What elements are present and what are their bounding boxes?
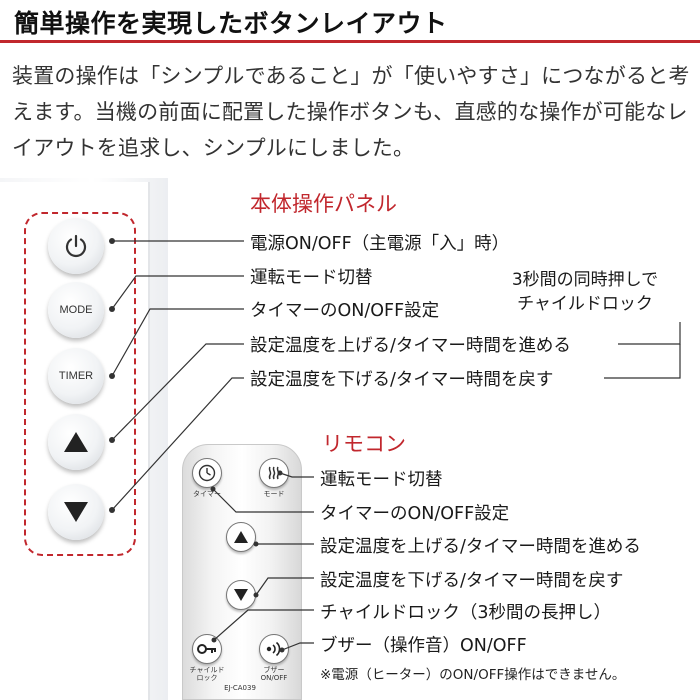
remote-heading: リモコン — [322, 432, 406, 456]
remote-model-number: EJ-CA039 — [224, 684, 256, 692]
remote-childlock-caption-line2: ロック — [196, 674, 218, 682]
panel-timer-button[interactable]: TIMER — [48, 348, 104, 404]
panel-mode-button[interactable]: MODE — [48, 282, 104, 338]
panel-down-button[interactable] — [48, 484, 104, 540]
sound-icon — [266, 641, 281, 657]
remote-mode-caption: モード — [263, 490, 285, 498]
power-icon — [65, 234, 87, 258]
panel-power-button[interactable] — [48, 218, 104, 274]
childlock-bracket-bottom — [604, 344, 681, 379]
panel-label-down: 設定温度を下げる/タイマー時間を戻す — [250, 370, 554, 390]
remote-buzzer-caption-line2: ON/OFF — [260, 674, 288, 682]
remote-down-button[interactable] — [226, 580, 256, 610]
panel-label-mode: 運転モード切替 — [250, 268, 373, 288]
triangle-up-icon — [64, 432, 88, 452]
remote-timer-caption: タイマー — [193, 490, 221, 498]
remote-childlock-caption-line1: チャイルド — [189, 666, 225, 674]
clock-icon — [198, 464, 216, 482]
triangle-down-icon — [234, 589, 248, 601]
footnote: ※電源（ヒーター）のON/OFF操作はできません。 — [320, 667, 626, 683]
childlock-note-line2: チャイルドロック — [517, 294, 653, 314]
remote-mode-button[interactable] — [259, 458, 289, 488]
panel-label-timer: タイマーのON/OFF設定 — [250, 301, 440, 321]
title-underline — [0, 40, 700, 43]
page-title: 簡単操作を実現したボタンレイアウト — [14, 9, 448, 38]
remote-timer-button[interactable] — [192, 458, 222, 488]
childlock-bracket-top — [618, 322, 681, 345]
remote-up-button[interactable] — [226, 522, 256, 552]
childlock-note: 3秒間の同時押しで チャイルドロック — [490, 268, 680, 316]
triangle-up-icon — [234, 531, 248, 543]
remote-label-childlock: チャイルドロック（3秒間の長押し） — [320, 603, 611, 623]
key-icon — [197, 644, 216, 654]
panel-label-power: 電源ON/OFF（主電源「入」時） — [250, 234, 510, 254]
remote-buzzer-caption: ブザー ON/OFF — [254, 666, 294, 682]
panel-up-button[interactable] — [48, 414, 104, 470]
remote-label-buzzer: ブザー（操作音）ON/OFF — [320, 636, 527, 656]
childlock-note-line1: 3秒間の同時押しで — [511, 270, 659, 290]
remote-buzzer-caption-line1: ブザー — [263, 666, 285, 674]
panel-label-up: 設定温度を上げる/タイマー時間を進める — [250, 336, 571, 356]
triangle-down-icon — [64, 502, 88, 522]
remote-label-down: 設定温度を下げる/タイマー時間を戻す — [320, 571, 624, 591]
panel-heading: 本体操作パネル — [250, 192, 397, 216]
remote-label-mode: 運転モード切替 — [320, 470, 443, 490]
intro-paragraph: 装置の操作は「シンプルであること」が「使いやすさ」につながると考えます。当機の前… — [12, 64, 690, 160]
remote-label-up: 設定温度を上げる/タイマー時間を進める — [320, 537, 641, 557]
remote-buzzer-button[interactable] — [259, 634, 289, 664]
remote-childlock-button[interactable] — [192, 634, 222, 664]
heat-waves-icon — [268, 466, 280, 480]
remote-childlock-caption: チャイルド ロック — [186, 666, 228, 682]
remote-label-timer: タイマーのON/OFF設定 — [320, 504, 510, 524]
